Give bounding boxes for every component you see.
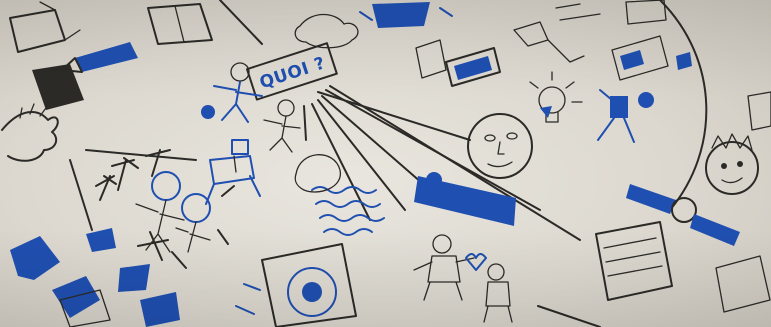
hand-sketch: [2, 104, 58, 161]
target-sketch: [236, 244, 356, 327]
blue-sketch-top: [372, 2, 430, 28]
blue-vehicle-sketch: [414, 172, 516, 226]
children-palm-trees-sketch: [96, 150, 234, 268]
small-object-sketch: [416, 40, 446, 78]
lightbulb-sketch: [530, 72, 582, 122]
left-divider-line: [70, 160, 92, 230]
face-sketch: [468, 114, 532, 178]
top-book-sketch: [148, 4, 212, 44]
appliance-sketch: [612, 36, 692, 80]
stick-figure-blue: [201, 63, 262, 122]
bottom-divider-line: [538, 306, 600, 327]
stick-people-bottom: [414, 235, 512, 322]
bottom-right-sketch: [716, 256, 770, 312]
quoi-label-box: QUOI ?: [247, 43, 337, 99]
seated-person-sketch: [206, 140, 260, 204]
spiky-head-sketch: [706, 134, 758, 194]
top-right-box-sketch: [626, 0, 666, 24]
right-edge-box: [748, 92, 771, 130]
book-sketch-right: [596, 222, 672, 300]
robot-figure-sketch: [598, 90, 654, 142]
faucet-sketch: [514, 4, 600, 62]
blue-box-sketch: [446, 48, 500, 86]
large-arc-line: [660, 0, 706, 210]
stick-figure-hat: [264, 100, 300, 152]
top-left-box-sketch: [10, 2, 80, 52]
blue-pencil-sketch: [62, 42, 138, 72]
mid-left-line: [86, 150, 196, 160]
water-waves-sketch: [312, 187, 384, 235]
radiating-lines: [220, 0, 580, 240]
